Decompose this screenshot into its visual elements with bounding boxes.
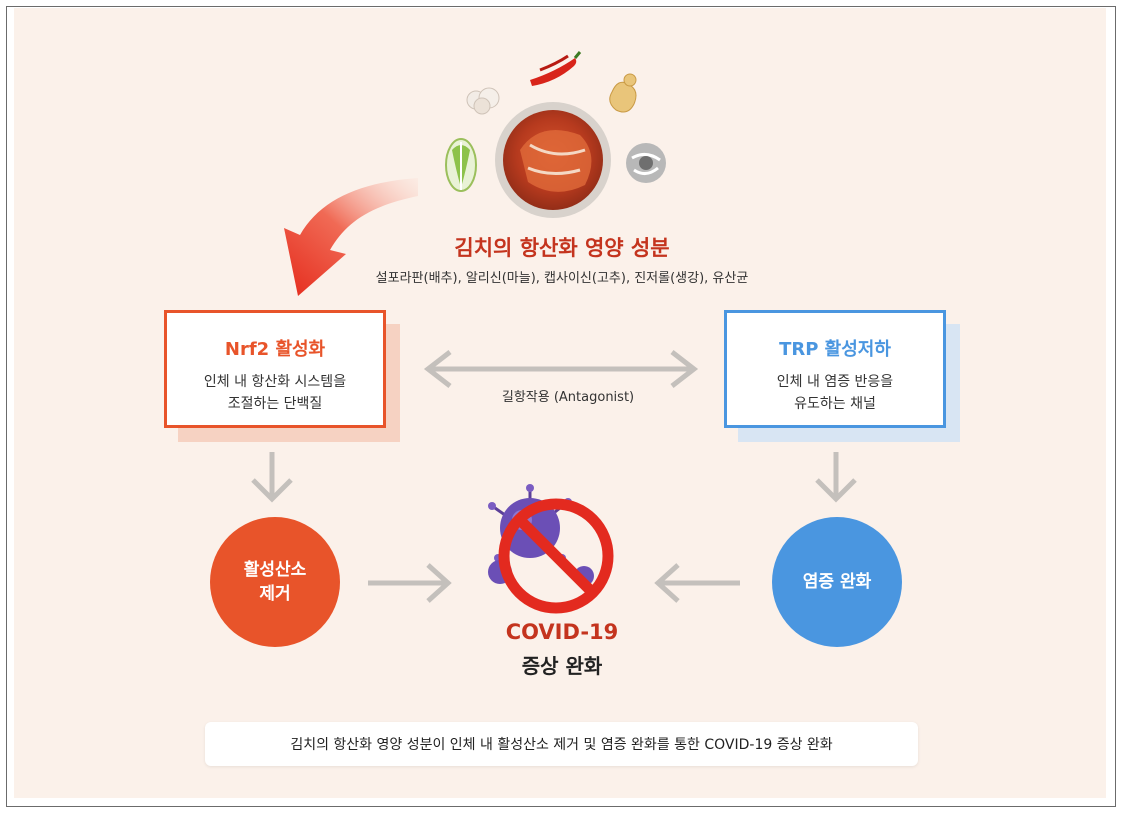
lactobacillus-icon	[626, 143, 666, 183]
inflammation-relief-circle: 염증 완화	[772, 517, 902, 647]
nutrient-subtitle: 설포라판(배추), 알리신(마늘), 캡사이신(고추), 진저롤(생강), 유산…	[375, 271, 749, 286]
garlic-icon	[466, 87, 500, 115]
double-arrow	[423, 350, 699, 388]
nrf2-desc-line2: 조절하는 단백질	[227, 396, 323, 412]
nrf2-title: Nrf2 활성화	[224, 339, 326, 360]
chili-pepper-icon	[530, 51, 582, 86]
trp-title: TRP 활성저하	[779, 339, 891, 360]
ros-line2: 제거	[259, 584, 291, 604]
ros-removal-circle: 활성산소 제거	[210, 517, 340, 647]
trp-box: TRP 활성저하 인체 내 염증 반응을 유도하는 채널	[724, 310, 946, 428]
left-arrow-right	[654, 563, 740, 603]
kimchi-bowl-icon	[495, 102, 611, 218]
covid-title: COVID-19	[505, 620, 619, 644]
right-arrow-left	[368, 563, 452, 603]
caption-box: 김치의 항산화 영양 성분이 인체 내 활성산소 제거 및 염증 완화를 통한 …	[205, 722, 918, 766]
caption-text: 김치의 항산화 영양 성분이 인체 내 활성산소 제거 및 염증 완화를 통한 …	[290, 737, 833, 753]
inflammation-line1: 염증 완화	[802, 572, 872, 592]
antagonist-label: 길항작용 (Antagonist)	[501, 390, 635, 405]
covid-subtitle: 증상 완화	[521, 654, 603, 678]
down-arrow-left	[251, 452, 293, 503]
ros-line1: 활성산소	[243, 560, 307, 580]
red-curved-arrow	[284, 178, 418, 296]
nrf2-desc-line1: 인체 내 항산화 시스템을	[203, 374, 347, 390]
down-arrow-right	[815, 452, 857, 503]
nutrient-title: 김치의 항산화 영양 성분	[454, 236, 670, 260]
ginger-icon	[609, 73, 637, 113]
trp-desc-line2: 유도하는 채널	[794, 396, 876, 412]
prohibition-icon	[498, 498, 614, 614]
nrf2-box: Nrf2 활성화 인체 내 항산화 시스템을 조절하는 단백질	[164, 310, 386, 428]
trp-desc-line1: 인체 내 염증 반응을	[776, 374, 894, 390]
cabbage-icon	[445, 138, 477, 192]
